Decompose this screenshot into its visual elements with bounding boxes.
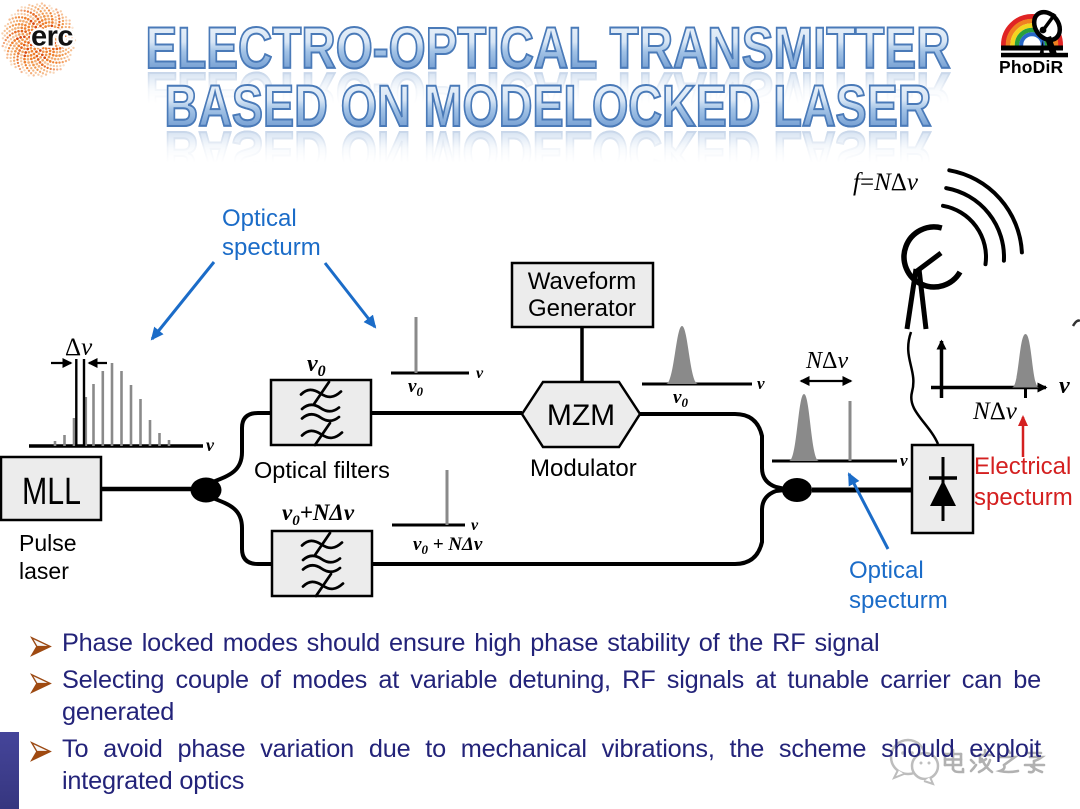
svg-text:specturm: specturm — [974, 484, 1073, 511]
svg-text:laser: laser — [19, 558, 69, 584]
svg-text:ν0 + NΔν: ν0 + NΔν — [413, 534, 483, 557]
svg-text:ν: ν — [757, 374, 765, 393]
svg-text:NΔν: NΔν — [972, 398, 1018, 425]
svg-text:NΔν: NΔν — [805, 348, 848, 374]
svg-text:erc: erc — [31, 21, 73, 53]
svg-text:Δν: Δν — [65, 334, 93, 361]
svg-text:specturm: specturm — [222, 234, 321, 261]
svg-text:ν0: ν0 — [673, 387, 688, 410]
svg-text:ν0: ν0 — [307, 351, 326, 380]
svg-text:ν: ν — [471, 517, 479, 534]
svg-text:ν0+NΔν: ν0+NΔν — [282, 500, 355, 529]
svg-text:Generator: Generator — [528, 295, 636, 322]
svg-text:ν: ν — [206, 435, 215, 455]
svg-text:ν: ν — [1059, 373, 1070, 399]
svg-text:ν: ν — [476, 365, 484, 382]
svg-text:MZM: MZM — [547, 399, 615, 432]
svg-text:Electrical: Electrical — [974, 453, 1071, 480]
svg-text:MLL: MLL — [22, 471, 81, 513]
svg-text:PhoDiR: PhoDiR — [999, 57, 1064, 77]
svg-text:Modulator: Modulator — [530, 455, 637, 482]
svg-text:Pulse: Pulse — [19, 530, 77, 556]
svg-text:f=NΔν: f=NΔν — [853, 169, 919, 196]
svg-text:ν0: ν0 — [408, 376, 423, 399]
svg-text:Optical: Optical — [849, 557, 924, 584]
svg-text:Optical filters: Optical filters — [254, 457, 390, 483]
svg-text:Optical: Optical — [222, 205, 297, 232]
svg-text:ν: ν — [900, 451, 908, 470]
svg-text:Waveform: Waveform — [528, 268, 636, 295]
svg-text:specturm: specturm — [849, 587, 948, 614]
